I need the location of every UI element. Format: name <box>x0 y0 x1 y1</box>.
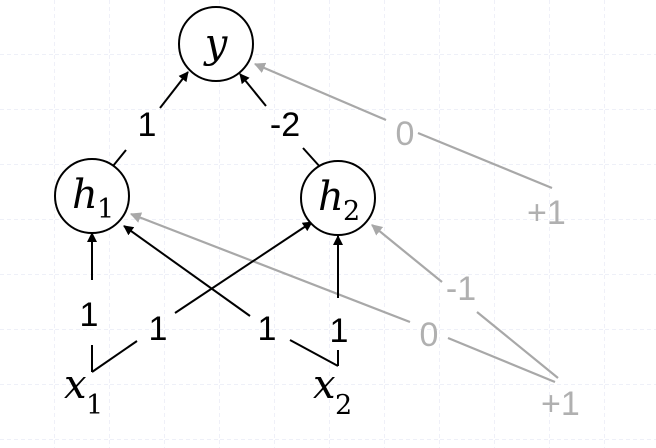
bias-node-output: +1 <box>527 194 566 232</box>
svg-text:1: 1 <box>97 194 114 225</box>
edge-bias-to-y <box>253 62 387 122</box>
edge-bias-to-h1 <box>129 212 411 324</box>
node-h1-label: h <box>72 172 98 218</box>
svg-text:2: 2 <box>343 196 360 227</box>
weight-h1-to-y: 1 <box>138 106 157 144</box>
svg-text:1: 1 <box>86 390 103 421</box>
weight-x1-to-h1: 1 <box>80 296 99 334</box>
svg-text:x: x <box>313 362 336 408</box>
weight-x1-to-h2: 1 <box>149 310 168 348</box>
edge-x2-to-h1 <box>123 225 251 317</box>
edge-bias-to-y-tail <box>417 131 553 190</box>
svg-text:x: x <box>64 362 87 408</box>
weight-h2-to-y: -2 <box>270 106 300 144</box>
edge-h2-to-y-lower <box>302 147 322 169</box>
edge-x1-to-h2 <box>174 221 313 314</box>
weight-bias-to-h1: 0 <box>420 316 439 354</box>
weight-x2-to-h2: 1 <box>330 312 349 350</box>
svg-text:y: y <box>203 21 229 67</box>
weight-x2-to-h1: 1 <box>258 310 277 348</box>
edge-h1-to-y-lower <box>112 149 127 167</box>
node-x1-label: x <box>64 362 87 408</box>
node-h2: h 2 <box>300 160 376 236</box>
svg-text:h: h <box>72 172 98 218</box>
node-y: y <box>178 6 254 82</box>
node-x1: x 1 <box>64 362 103 421</box>
node-h1: h 1 <box>54 158 130 234</box>
edge-x1-to-h2-lower <box>91 340 138 373</box>
svg-text:2: 2 <box>335 390 352 421</box>
edge-h1-to-y <box>159 71 189 109</box>
node-x2-subscript: 2 <box>335 390 352 421</box>
bias-node-hidden: +1 <box>541 385 580 423</box>
edge-bias-to-h1-tail <box>447 336 556 384</box>
node-x2-label: x <box>313 362 336 408</box>
svg-text:h: h <box>318 174 344 220</box>
edge-x2-to-h1-lower <box>289 339 339 367</box>
edge-bias-to-h2 <box>371 224 443 283</box>
node-y-label: y <box>203 21 229 67</box>
node-h2-label: h <box>318 174 344 220</box>
node-x2: x 2 <box>313 362 352 421</box>
edge-h2-to-y <box>239 73 267 107</box>
node-x1-subscript: 1 <box>86 390 103 421</box>
weight-bias-to-h2: -1 <box>446 270 476 308</box>
node-h2-subscript: 2 <box>343 196 360 227</box>
weight-bias-to-y: 0 <box>396 115 415 153</box>
node-h1-subscript: 1 <box>97 194 114 225</box>
edge-bias-to-h2-tail <box>476 311 559 379</box>
